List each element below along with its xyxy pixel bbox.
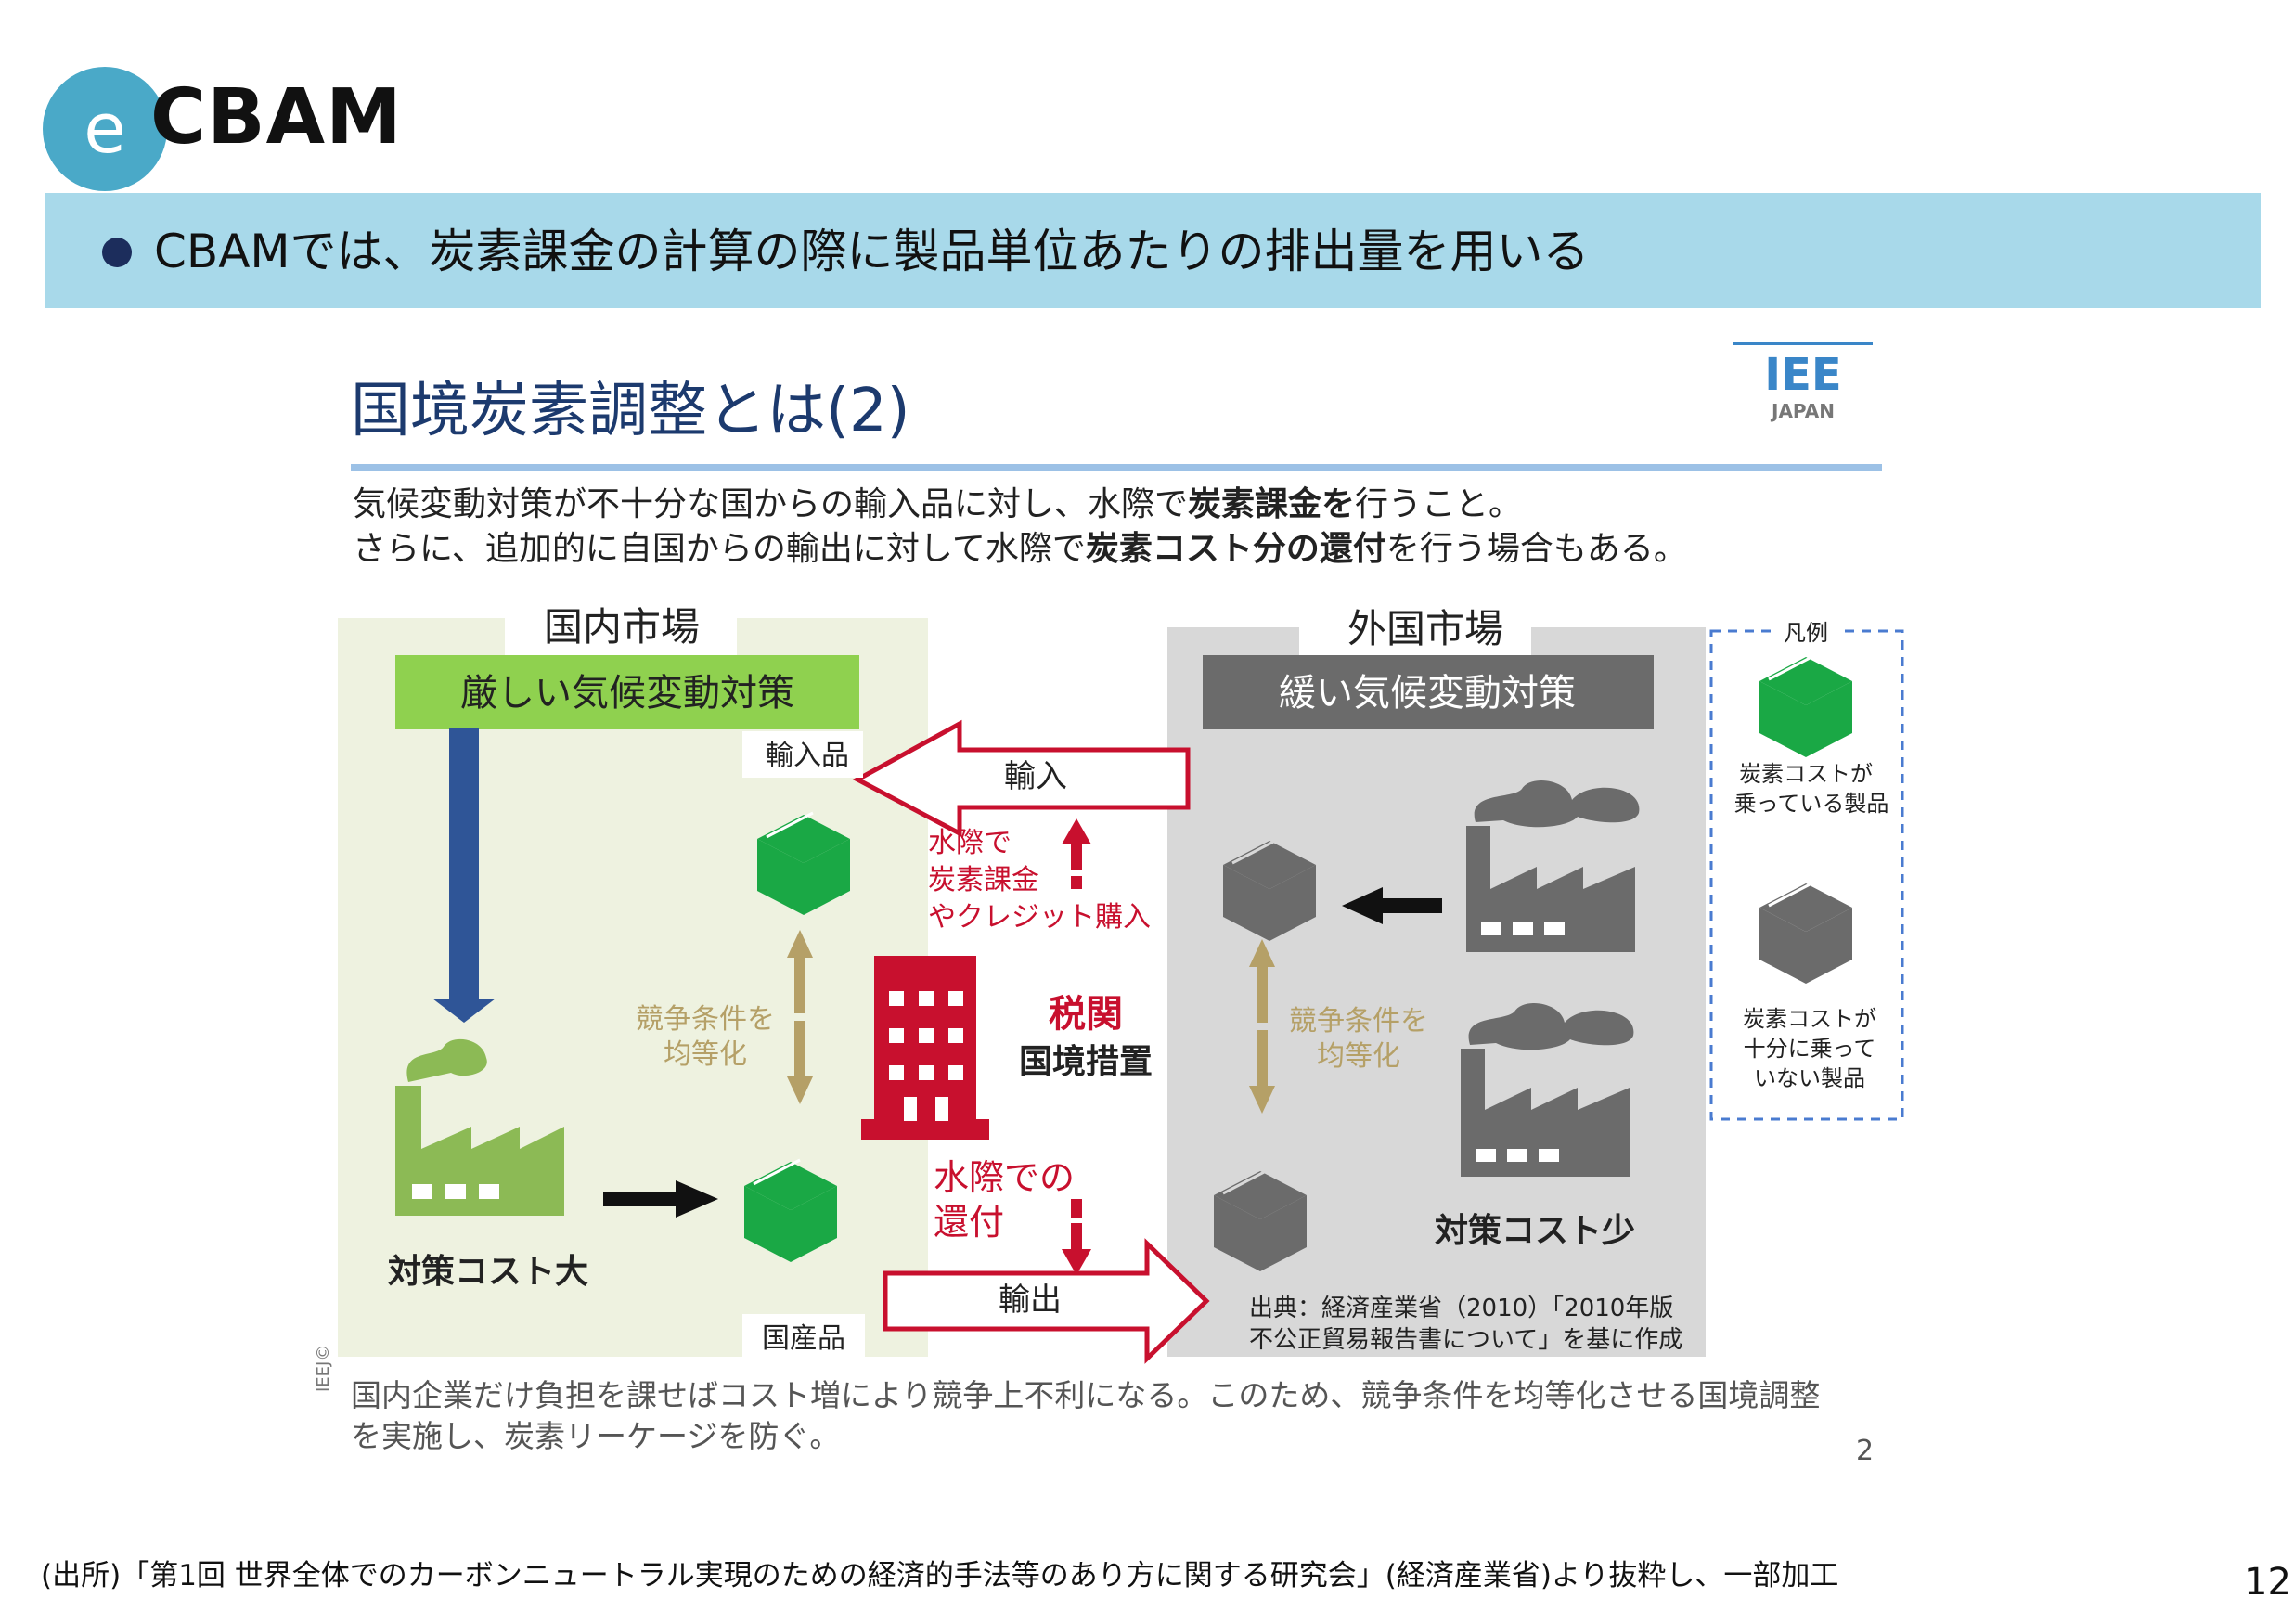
legend-gray-box-icon	[1759, 883, 1852, 984]
import-goods-label: 輸入品	[766, 740, 849, 772]
legend-item-1-line-2: 乗っている製品	[1734, 791, 1889, 817]
import-arrow	[852, 719, 1191, 838]
border-measure-label: 国境措置	[1019, 1043, 1153, 1081]
equalize-left-line-1: 競争条件を	[636, 1003, 775, 1036]
source-line-1: 出典：経済産業省（2010）「2010年版	[1249, 1295, 1674, 1322]
legend-box	[1709, 629, 1904, 1121]
banner-text: CBAMでは、炭素課金の計算の際に製品単位あたりの排出量を用いる	[154, 225, 1590, 278]
legend-title: 凡例	[1784, 620, 1828, 646]
source-line-2: 不公正貿易報告書について」を基に作成	[1249, 1326, 1683, 1354]
domestic-heading: 国内市場	[544, 604, 700, 650]
section-badge: e	[43, 67, 167, 191]
bottom-note-line-1: 国内企業だけ負担を課せばコスト増により競争上不利になる。このため、競争条件を均等…	[351, 1377, 1821, 1413]
bullet-dot	[102, 238, 132, 267]
footer-source: (出所)「第1回 世界全体でのカーボンニュートラル実現のための経済的手法等のあり…	[41, 1559, 1839, 1592]
domestic-policy: 厳しい気候変動対策	[460, 672, 794, 715]
equalize-arrow-right	[1249, 939, 1275, 1114]
legend-item-2-line-1: 炭素コストが	[1743, 1006, 1876, 1032]
ship-arrow-domestic	[603, 1192, 677, 1206]
border-refund-line-2: 還付	[934, 1202, 1004, 1243]
equalize-left-line-2: 均等化	[664, 1038, 747, 1071]
export-label: 輸出	[999, 1282, 1062, 1319]
copyright-mark: IEEJ©	[314, 1344, 333, 1392]
customs-label: 税関	[1049, 993, 1123, 1036]
customs-building-icon	[861, 956, 989, 1140]
slide-number: 2	[1856, 1435, 1875, 1467]
title-rule	[351, 464, 1882, 471]
foreign-heading: 外国市場	[1347, 606, 1503, 651]
intro-line-2: さらに、追加的に自国からの輸出に対して水際で炭素コスト分の還付を行う場合もある。	[353, 530, 1687, 568]
border-charge-line-1: 水際で	[928, 827, 1012, 859]
pressure-arrow	[449, 728, 479, 1002]
ship-arrow-foreign	[1381, 898, 1442, 913]
border-charge-line-3: やクレジット購入	[928, 901, 1151, 934]
logo-text-top: IEE	[1764, 349, 1841, 401]
slide-title: 国境炭素調整とは(2)	[351, 377, 910, 445]
bottom-note-line-2: を実施し、炭素リーケージを防ぐ。	[351, 1418, 841, 1454]
legend-item-1-line-1: 炭素コストが	[1739, 761, 1873, 787]
refund-arrow-down	[1062, 1199, 1091, 1275]
page-number: 12	[2244, 1561, 2291, 1604]
charge-arrow-up	[1062, 818, 1091, 889]
border-charge-line-2: 炭素課金	[928, 864, 1039, 896]
foreign-policy: 緩い気候変動対策	[1279, 672, 1576, 715]
logo-text-bottom: JAPAN	[1770, 400, 1835, 422]
export-arrow	[883, 1238, 1210, 1364]
border-refund-line-1: 水際での	[934, 1157, 1075, 1198]
page-title: CBAM	[150, 73, 403, 161]
foreign-cost-label: 対策コスト少	[1435, 1212, 1635, 1250]
legend-green-box-icon	[1759, 657, 1852, 757]
import-label: 輸入	[1004, 758, 1067, 795]
equalize-right-line-1: 競争条件を	[1289, 1005, 1428, 1038]
domestic-cost-label: 対策コスト大	[388, 1253, 588, 1291]
legend-item-2-line-2: 十分に乗って	[1744, 1036, 1876, 1062]
equalize-arrow-left	[787, 930, 813, 1104]
intro-line-1: 気候変動対策が不十分な国からの輸入品に対し、水際で炭素課金を行うこと。	[353, 485, 1523, 523]
equalize-right-line-2: 均等化	[1317, 1040, 1400, 1073]
bottom-note: 国内企業だけ負担を課せばコスト増により競争上不利になる。このため、競争条件を均等…	[351, 1375, 1891, 1457]
summary-banner	[45, 193, 2261, 308]
ieej-logo: IEE JAPAN	[1733, 342, 1873, 422]
foreign-policy-bar	[1203, 655, 1654, 729]
domestic-policy-bar	[395, 655, 859, 729]
domestic-goods-label: 国産品	[762, 1322, 845, 1355]
legend-item-2-line-3: いない製品	[1754, 1065, 1865, 1091]
